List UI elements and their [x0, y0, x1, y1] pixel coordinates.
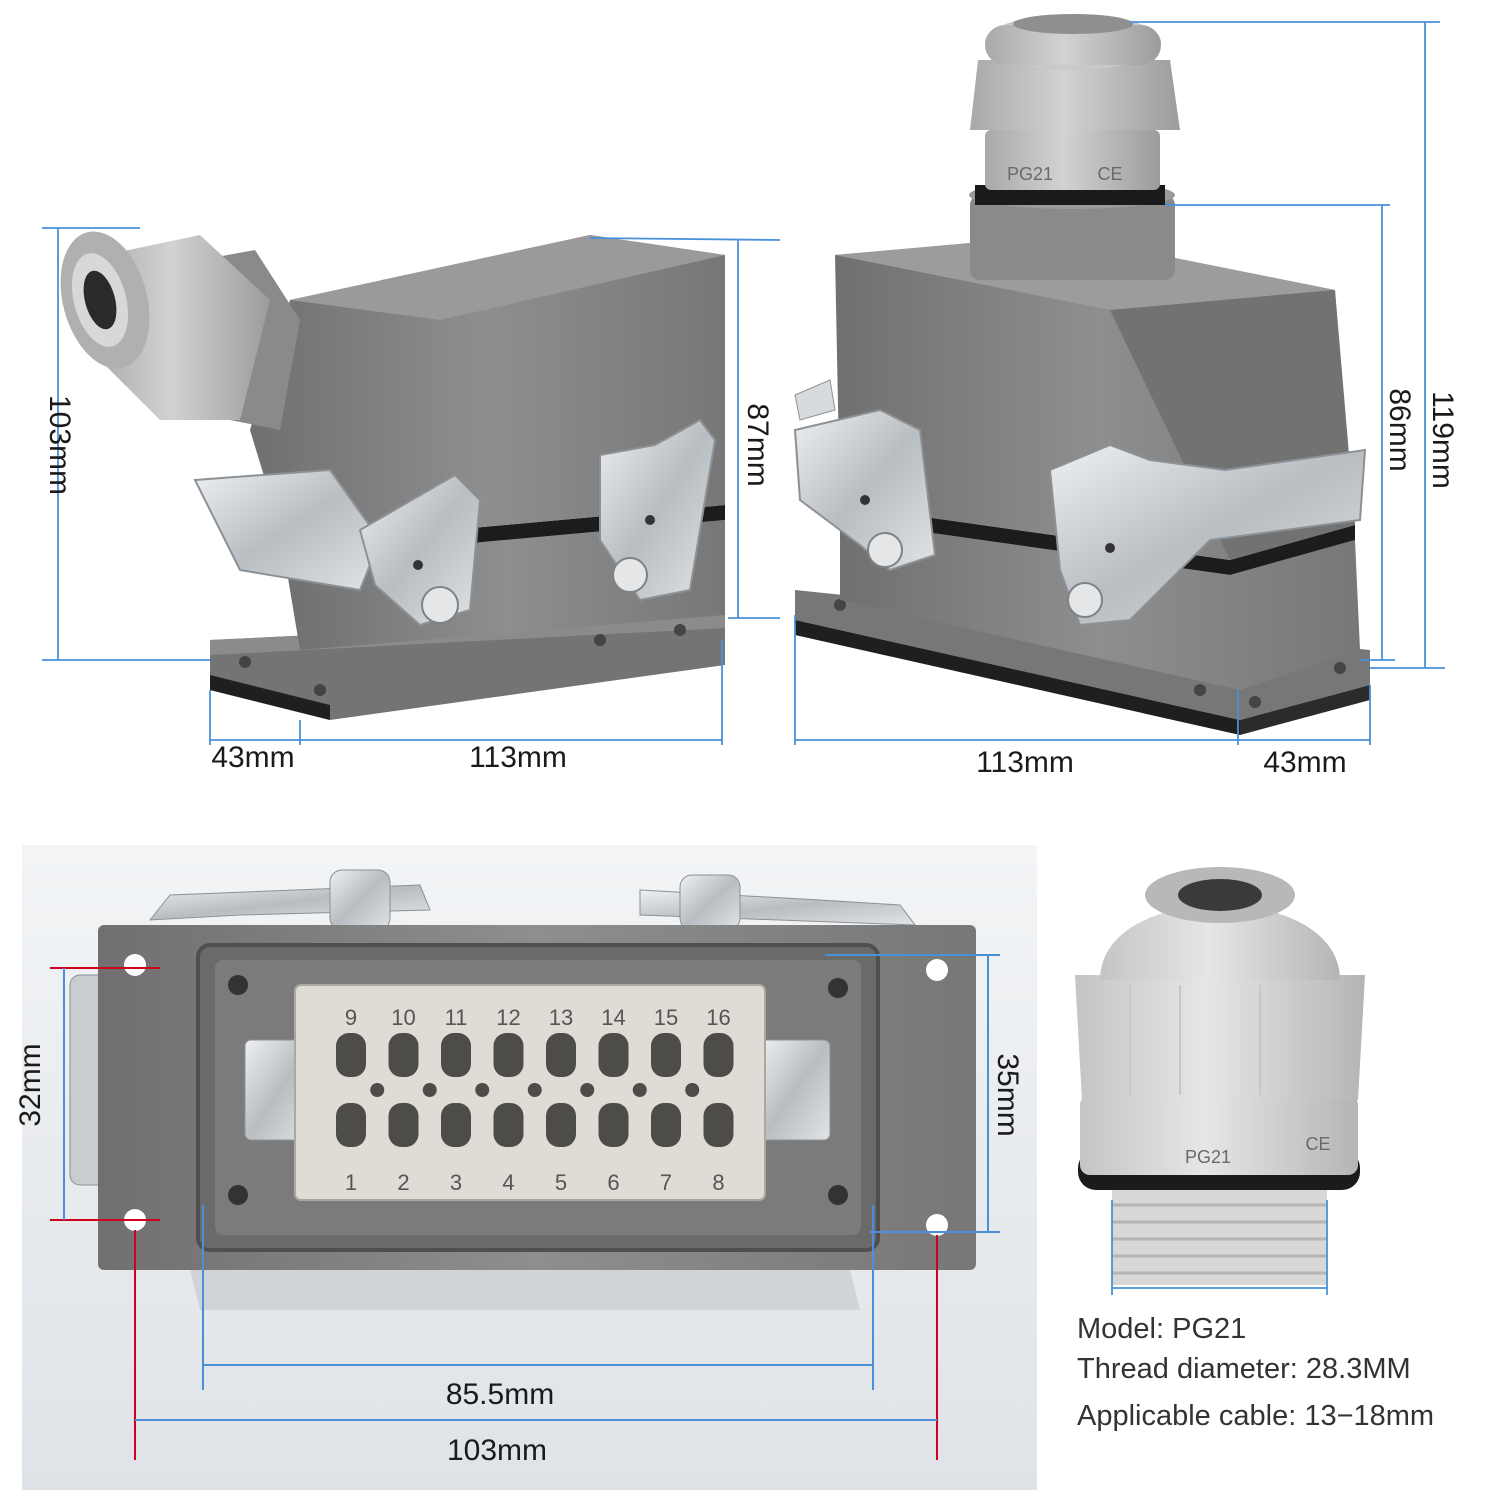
cable-spec: Applicable cable: 13−18mm: [1077, 1400, 1434, 1432]
locking-lever-left: [193, 468, 482, 627]
insert-spacer-hole: [527, 1083, 542, 1097]
width-label-103: 103mm: [447, 1434, 547, 1467]
height-label-87: 87mm: [741, 403, 774, 486]
cable-gland-top: PG21 CE: [970, 14, 1180, 205]
pin-hole: [441, 1033, 471, 1077]
gland-ce-marking: CE: [1097, 164, 1122, 184]
gland-size-marking: PG21: [1185, 1147, 1231, 1167]
gland-dome-nut: [1075, 975, 1365, 1100]
insert-spacer-hole: [475, 1083, 490, 1097]
depth-label-43: 43mm: [1263, 746, 1346, 779]
pin-hole: [336, 1033, 366, 1077]
pin-number: 9: [345, 1005, 357, 1030]
pin-hole: [651, 1103, 681, 1147]
pin-number: 3: [450, 1170, 462, 1195]
height-label-103: 103mm: [43, 395, 76, 495]
height-label-86: 86mm: [1383, 388, 1416, 471]
width-label-113: 113mm: [976, 746, 1074, 779]
pin-hole: [441, 1103, 471, 1147]
top-left-dimensions: [42, 227, 781, 745]
gland-body: [1080, 1095, 1358, 1175]
top-right-housing-view: PG21 CE: [793, 14, 1459, 779]
bottom-right-gland-view: PG21 CE Model: PG21 Thread diameter: 28.…: [1075, 867, 1434, 1432]
pin-number: 13: [549, 1005, 573, 1030]
depth-label-43: 43mm: [211, 741, 294, 774]
pin-number: 10: [391, 1005, 415, 1030]
pin-hole: [598, 1033, 629, 1077]
thread-dimension: [1111, 1200, 1328, 1295]
thread-spec: Thread diameter: 28.3MM: [1077, 1353, 1411, 1385]
model-spec: Model: PG21: [1077, 1313, 1246, 1345]
pin-hole: [388, 1103, 419, 1147]
pin-hole: [546, 1103, 576, 1147]
pin-number: 12: [496, 1005, 520, 1030]
pin-hole: [493, 1103, 524, 1147]
height-label-35: 35mm: [991, 1053, 1024, 1136]
height-label-119: 119mm: [1426, 391, 1459, 489]
pin-number: 4: [502, 1170, 514, 1195]
width-label-113: 113mm: [469, 741, 567, 774]
pin-hole: [493, 1033, 524, 1077]
width-label-85-5: 85.5mm: [446, 1378, 554, 1411]
pin-number: 15: [654, 1005, 678, 1030]
pin-number: 11: [445, 1005, 468, 1030]
locking-lever-left: [793, 379, 937, 572]
cable-gland: [60, 231, 300, 430]
pin-number: 7: [660, 1170, 672, 1195]
gland-ce-marking: CE: [1305, 1134, 1330, 1154]
pin-hole: [336, 1103, 366, 1147]
pin-number: 14: [601, 1005, 625, 1030]
insert-spacer-hole: [370, 1083, 385, 1097]
base-flange: [795, 590, 1370, 720]
pin-hole: [703, 1033, 734, 1077]
pin-number: 6: [607, 1170, 619, 1195]
pin-hole: [651, 1033, 681, 1077]
top-right-dimensions: [794, 21, 1445, 745]
insert-spacer-hole: [685, 1083, 700, 1097]
locking-lever-right: [1048, 443, 1367, 627]
pin-hole: [598, 1103, 629, 1147]
pin-holes: [336, 1033, 734, 1147]
top-left-housing-view: 103mm 87mm 43mm 113mm: [42, 227, 781, 774]
pin-number: 5: [555, 1170, 567, 1195]
insert-spacer-hole: [422, 1083, 437, 1097]
pin-number: 8: [712, 1170, 724, 1195]
pin-number: 1: [345, 1170, 357, 1195]
pin-hole: [703, 1103, 734, 1147]
pin-number: 16: [706, 1005, 730, 1030]
locking-lever-right: [599, 418, 717, 602]
pin-number: 2: [397, 1170, 409, 1195]
height-label-32: 32mm: [14, 1043, 47, 1126]
insert-spacer-hole: [580, 1083, 595, 1097]
insert-spacer-hole: [632, 1083, 647, 1097]
pin-hole: [388, 1033, 419, 1077]
pin-hole: [546, 1033, 576, 1077]
bottom-left-dimensions: [50, 954, 1000, 1460]
gland-size-marking: PG21: [1007, 164, 1053, 184]
